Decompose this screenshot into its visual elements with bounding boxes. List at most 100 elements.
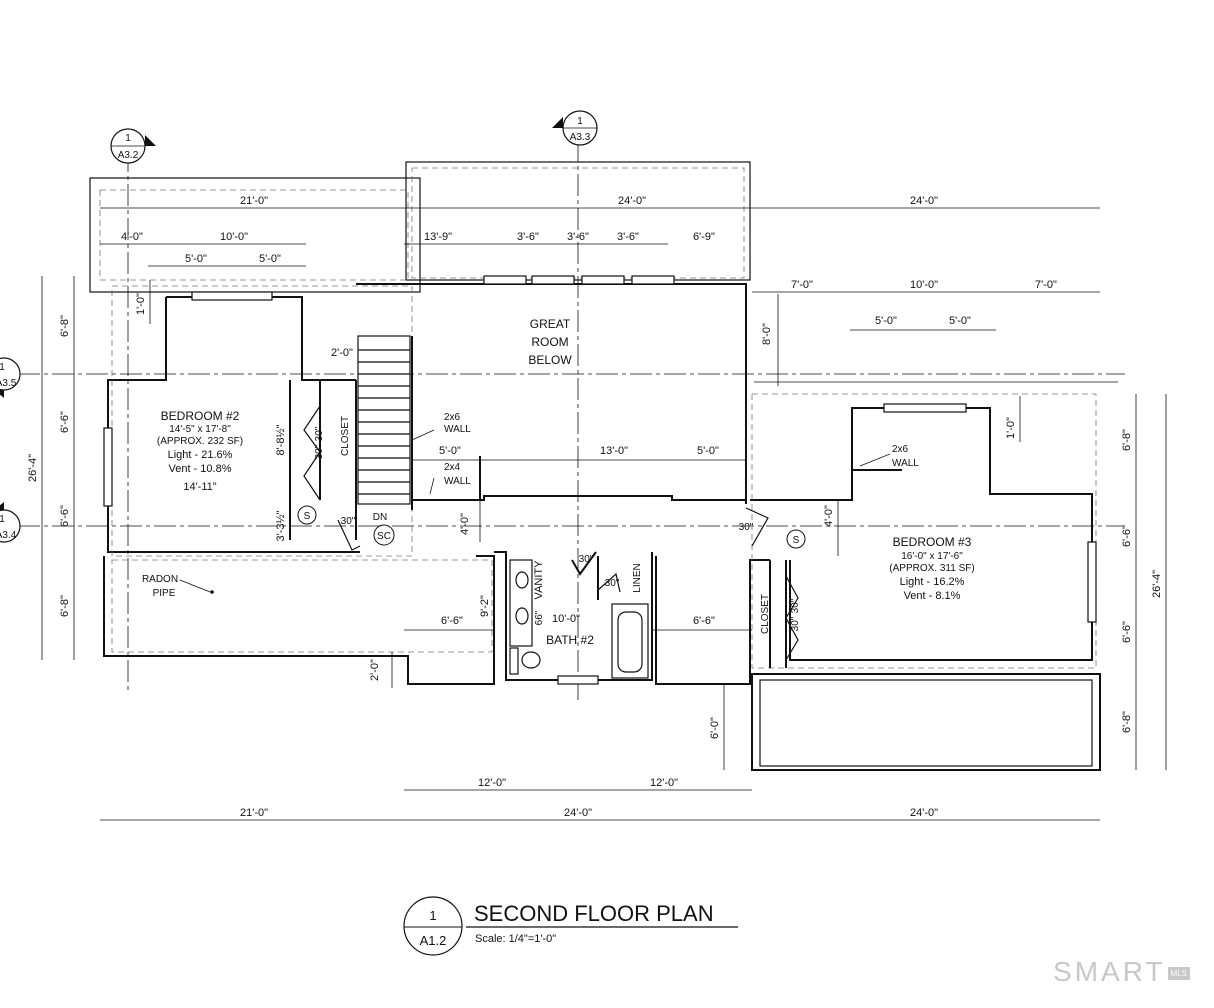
dim-label: 24'-0" xyxy=(910,807,938,819)
dim-label: 10'-0" xyxy=(910,279,938,291)
watermark-brand: SMART xyxy=(1053,956,1166,987)
great-room-label: GREAT ROOM BELOW xyxy=(528,317,572,367)
dim-label: 6'-6" xyxy=(441,615,463,627)
svg-text:S: S xyxy=(793,535,800,546)
dim-label: 2'-0" xyxy=(369,659,381,681)
dim-label: 5'-0" xyxy=(185,253,207,265)
dim-label: 21'-0" xyxy=(240,807,268,819)
room-area: (APPROX. 232 SF) xyxy=(157,436,243,447)
closet-right-label: CLOSET xyxy=(760,594,771,634)
great-room-line: GREAT xyxy=(530,317,571,331)
dim-label: 24'-0" xyxy=(618,195,646,207)
bedroom-2-label: BEDROOM #2 14'-5" x 17'-8" (APPROX. 232 … xyxy=(157,409,243,493)
dim-label: 3'-6" xyxy=(517,231,539,243)
dim-label: 8'-8½" xyxy=(275,424,287,455)
dim-label: 1'-0" xyxy=(1005,417,1017,439)
drawing-scale: Scale: 1/4"=1'-0" xyxy=(475,933,556,945)
dim-label: 6'-9" xyxy=(693,231,715,243)
wall-2x6-label: WALL xyxy=(444,424,471,435)
section-number: 1 xyxy=(0,362,5,373)
radon-pipe-icon xyxy=(210,590,214,594)
exterior-walls xyxy=(103,283,1101,771)
roof-overhang xyxy=(89,161,751,293)
svg-text:S: S xyxy=(304,511,311,522)
linen-label: LINEN xyxy=(632,563,643,592)
windows xyxy=(103,275,1097,685)
dim-label: 3'-3½" xyxy=(275,510,287,541)
dim-label: 21'-0" xyxy=(240,195,268,207)
dim-label: 6'-8" xyxy=(1121,429,1133,451)
wall-2x6-label: WALL xyxy=(892,458,919,469)
door-size-label: 30" xyxy=(314,426,325,441)
dim-label: 6'-6" xyxy=(693,615,715,627)
dim-label: 5'-0" xyxy=(439,445,461,457)
dim-label: 7'-0" xyxy=(791,279,813,291)
room-size: 14'-5" x 17'-8" xyxy=(169,424,231,435)
section-number: 1 xyxy=(577,116,583,127)
dim-label: 6'-6" xyxy=(1121,525,1133,547)
dim-label: 6'-8" xyxy=(1121,711,1133,733)
dim-label: 7'-0" xyxy=(1035,279,1057,291)
dim-label: 13'-9" xyxy=(424,231,452,243)
dim-label: 24'-0" xyxy=(910,195,938,207)
smoke-detector-icon: S xyxy=(786,529,806,549)
dim-label: 10'-0" xyxy=(220,231,248,243)
door-size-label: 30" xyxy=(341,516,356,527)
door-size-label: 30" xyxy=(314,444,325,459)
wall-2x4-label: 2x4 xyxy=(444,462,461,473)
dim-label: 6'-6" xyxy=(59,411,71,433)
dimension-lines xyxy=(41,207,1167,821)
dim-label: 26'-4" xyxy=(27,454,39,482)
door-size-label: 30" xyxy=(739,522,754,533)
section-sheet: A3.2 xyxy=(118,150,139,161)
section-marker-a3-5: 1 A3.5 xyxy=(0,357,1125,398)
dim-label: 6'-8" xyxy=(59,315,71,337)
dim-label: 12'-0" xyxy=(478,777,506,789)
section-sheet: A3.5 xyxy=(0,378,17,389)
bath-fixtures xyxy=(509,559,649,679)
dim-label: 24'-0" xyxy=(564,807,592,819)
section-marker-a3-3: 1 A3.3 xyxy=(552,110,598,700)
drawing-title: SECOND FLOOR PLAN xyxy=(474,901,714,926)
drawing-title-block: 1 A1.2 SECOND FLOOR PLAN Scale: 1/4"=1'-… xyxy=(403,896,738,956)
dim-label: 8'-0" xyxy=(761,323,773,345)
radon-label: RADON xyxy=(142,574,178,585)
room-vent: Vent - 10.8% xyxy=(169,463,232,475)
great-room-line: BELOW xyxy=(528,353,572,367)
section-number: 1 xyxy=(125,133,131,144)
section-marker-a3-2: 1 A3.2 xyxy=(110,128,156,690)
dim-label: 2'-0" xyxy=(331,347,353,359)
wall-2x6-label: 2x6 xyxy=(892,444,909,455)
room-width: 14'-11" xyxy=(183,481,216,493)
wall-2x4-label: WALL xyxy=(444,476,471,487)
door-size-label: 66" xyxy=(534,610,545,625)
dim-label: 6'-0" xyxy=(709,717,721,739)
door-size-label: 30" xyxy=(605,578,620,589)
dim-label: 26'-4" xyxy=(1151,570,1163,598)
bedroom-3-label: BEDROOM #3 16'-0" x 17'-6" (APPROX. 311 … xyxy=(889,535,974,602)
dim-label: 1'-0" xyxy=(135,293,147,315)
dimension-labels: 21'-0" 24'-0" 24'-0" 4'-0" 10'-0" 5'-0" … xyxy=(27,195,1163,819)
smoke-co-detector-icon: SC xyxy=(373,524,395,546)
smoke-detector-icon: S xyxy=(297,505,317,525)
room-light: Light - 16.2% xyxy=(900,576,965,588)
room-size: 16'-0" x 17'-6" xyxy=(901,551,963,562)
dim-label: 9'-2" xyxy=(479,595,491,617)
room-vent: Vent - 8.1% xyxy=(904,590,961,602)
section-sheet: A3.4 xyxy=(0,530,17,541)
dim-label: 6'-8" xyxy=(59,595,71,617)
dim-label: 6'-6" xyxy=(1121,621,1133,643)
room-area: (APPROX. 311 SF) xyxy=(889,563,974,574)
dim-label: 5'-0" xyxy=(875,315,897,327)
room-name: BEDROOM #2 xyxy=(161,409,240,423)
dim-label: 6'-6" xyxy=(59,505,71,527)
title-marker-sheet: A1.2 xyxy=(420,933,447,948)
dim-label: 3'-6" xyxy=(617,231,639,243)
dim-label: 10'-0" xyxy=(552,613,580,625)
section-number: 1 xyxy=(0,514,5,525)
dim-label: 4'-0" xyxy=(459,513,471,535)
section-marker-a3-4: 1 A3.4 xyxy=(0,502,1125,543)
dim-label: 5'-0" xyxy=(949,315,971,327)
